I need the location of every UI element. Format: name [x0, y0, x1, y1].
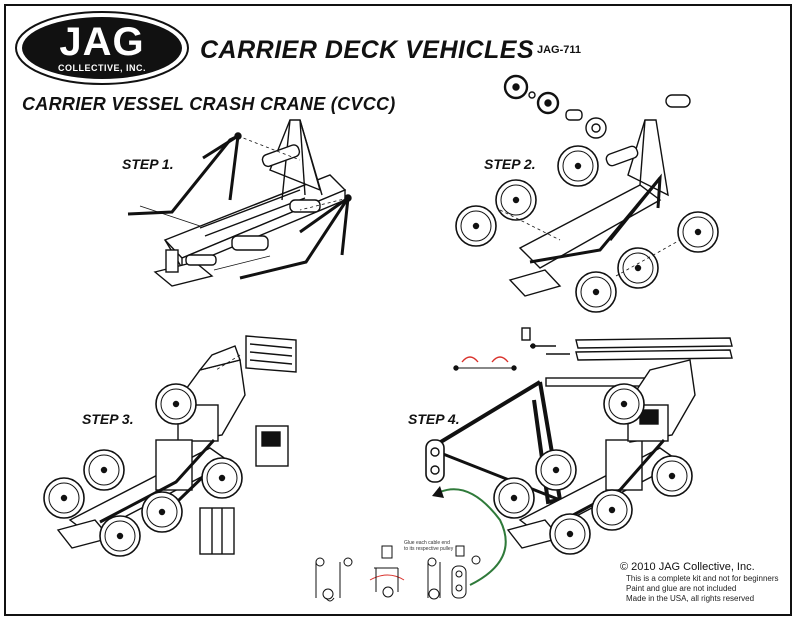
- model-subtitle: CARRIER VESSEL CRASH CRANE (CVCC): [22, 94, 396, 114]
- cable-assembly-note: Glue each cable end to its respective pu…: [404, 540, 454, 552]
- footer-note-kit: This is a complete kit and not for begin…: [626, 574, 779, 583]
- step-1-label: STEP 1.: [122, 156, 174, 172]
- step-2-label: STEP 2.: [484, 156, 536, 172]
- step3-cab-drawing: [43, 335, 297, 557]
- instruction-sheet: [4, 4, 792, 616]
- step4-boom-drawing: [315, 327, 733, 602]
- logo-subtitle: COLLECTIVE, INC.: [57, 63, 146, 73]
- footer-note-rights: Made in the USA, all rights reserved: [626, 594, 755, 603]
- footer-note-paint: Paint and glue are not included: [626, 584, 737, 593]
- step-3-label: STEP 3.: [82, 411, 134, 427]
- step2-wheels-drawing: [455, 74, 719, 313]
- step-4-label: STEP 4.: [408, 411, 460, 427]
- logo-oval-shape: [15, 11, 189, 85]
- logo-wordmark: JAG: [59, 20, 145, 64]
- jag-logo: JAG COLLECTIVE, INC.: [14, 10, 190, 86]
- copyright-line: © 2010 JAG Collective, Inc.: [620, 561, 755, 573]
- product-code: JAG-711: [537, 44, 582, 56]
- sheet-title: CARRIER DECK VEHICLES: [200, 36, 535, 64]
- step1-chassis-drawing: [127, 119, 352, 287]
